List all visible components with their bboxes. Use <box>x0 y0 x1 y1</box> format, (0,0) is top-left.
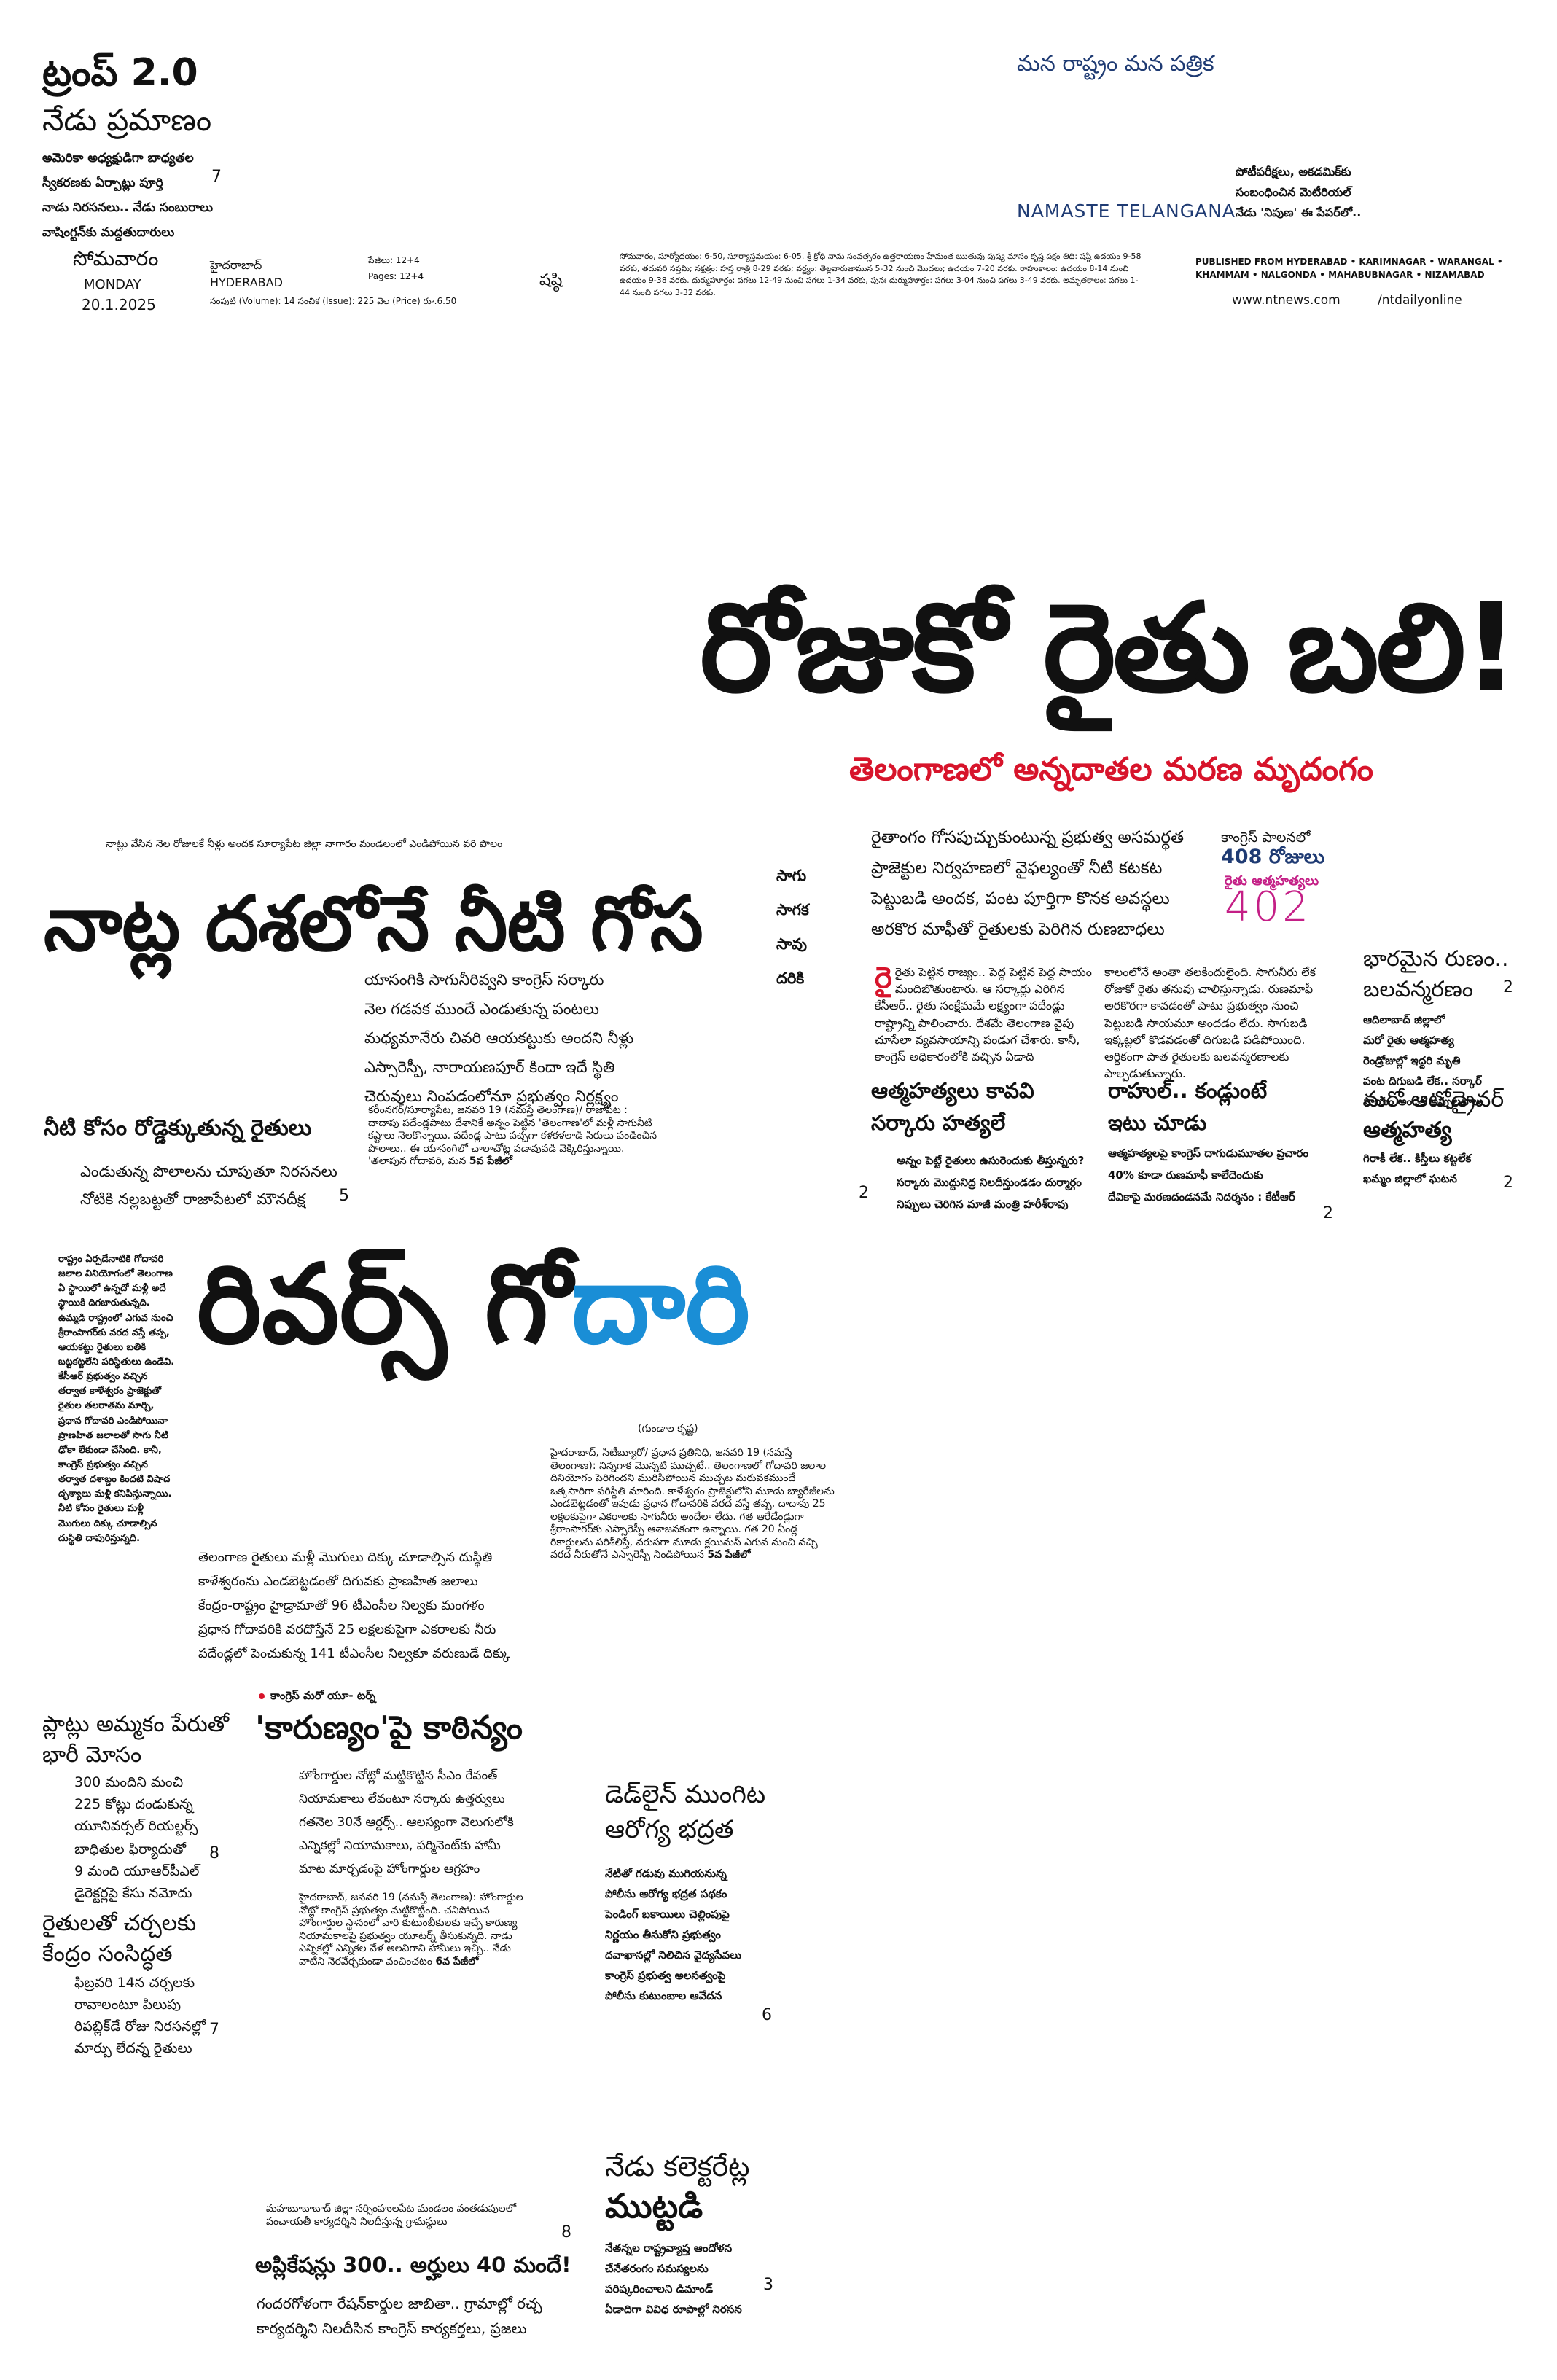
tithi: షష్ఠి <box>539 271 563 289</box>
slogan: మన రాష్ట్రం మన పత్రిక <box>1017 51 1214 77</box>
bullet-icon <box>259 1693 265 1699</box>
box3-page: 2 <box>1503 978 1513 996</box>
plots-lines-2: బాధితుల ఫిర్యాదుతో 9 మంది యూఆర్‌పీఎల్ డై… <box>74 1841 200 1901</box>
stat-number: 402 <box>1225 883 1311 931</box>
plots-title: ప్లాట్లు అమ్మకం పేరుతో భారీ మోసం <box>42 1712 229 1768</box>
pages-en: Pages: 12+4 <box>368 271 424 281</box>
river-byline: (గుండాల కృష్ణ) <box>638 1423 698 1435</box>
issue-date: 20.1.2025 <box>82 296 156 313</box>
lead-intro: రైతాంగం గోసపుచ్చుకుంటున్న ప్రభుత్వ అసమర్… <box>871 828 1184 939</box>
collectorate-title: నేడు కలెక్టరేట్ల ముట్టడి <box>605 2150 750 2225</box>
box2-title: రాహుల్.. కండ్లుంటే ఇటు చూడు <box>1108 1078 1268 1135</box>
natla-body: కరీంనగర్/సూర్యాపేట, జనవరి 19 (నమస్తే తెల… <box>368 1104 657 1167</box>
website: www.ntnews.com <box>1232 293 1341 308</box>
box1-title: ఆత్మహత్యలు కావవి సర్కారు హత్యలే <box>871 1078 1034 1135</box>
karunyam-kicker: కాంగ్రెస్ మరో యూ- టర్న్ <box>259 1689 375 1705</box>
river-left-column: రాష్ట్రం ఏర్పడేనాటికి గోదావరి జలాల వినియ… <box>58 1254 175 1544</box>
stat-label: కాంగ్రెస్ పాలనలో <box>1221 830 1311 846</box>
natla-photo-caption: నాట్లు వేసిన నెల రోజులకే నీళ్లు అందక సూర… <box>106 838 503 850</box>
city-en: HYDERABAD <box>210 276 283 289</box>
box3-title: భారమైన రుణం.. బలవన్మరణం <box>1363 946 1509 1002</box>
stat-days: 408 రోజులు <box>1221 846 1325 868</box>
box4-title: మరో ఆటోడ్రైవర్ ఆత్మహత్య <box>1363 1087 1505 1143</box>
karunyam-headline: 'కారుణ్యం'పై కాఠిన్యం <box>255 1709 523 1747</box>
box1-page: 2 <box>859 1184 869 1202</box>
trump-title: ట్రంప్ 2.0 <box>42 51 198 95</box>
lead-body-right: కాలంలోనే అంతా తలకిందులైంది. సాగునీరు లేక… <box>1104 965 1316 1081</box>
box3-lines: ఆదిలాబాద్ జిల్లాలో మరో రైతు ఆత్మహత్య రెం… <box>1363 1013 1484 1108</box>
box2-page: 2 <box>1323 1204 1333 1222</box>
trump-page-ref: 7 <box>211 168 222 186</box>
karunyam-lines: హోంగార్డుల నోట్లో మట్టికొట్టిన సీఎం రేవం… <box>299 1768 514 1876</box>
collectorate-lines: నేతన్నల రాష్ట్రవ్యాప్త ఆందోళన చేనేతరంగం … <box>605 2242 742 2316</box>
collectorate-page: 3 <box>763 2276 773 2294</box>
volume-issue-price: సంపుటి (Volume): 14 సంచిక (Issue): 225 వ… <box>210 296 457 306</box>
box4-page: 2 <box>1503 1174 1513 1192</box>
farmers-talk-lines: ఫిబ్రవరి 14న చర్చలకు రావాలంటూ పిలుపు రిప… <box>74 1975 206 2056</box>
deadline-lines: నేటితో గడువు ముగియనున్న పోలీసు ఆరోగ్య భద… <box>605 1867 741 2002</box>
lead-headline: రోజుకో రైతు బలి! <box>700 577 1519 719</box>
lead-body-left: రై రైతు పెట్టిన రాజ్యం.. పెద్ద పెట్టిన ప… <box>875 961 1092 1064</box>
stat-caption: రైతు ఆత్మహత్యలు <box>1225 873 1319 889</box>
applications-photo-caption: మహబూబాబాద్ జిల్లా నర్సింహులపేట మండలం వంత… <box>266 2203 517 2228</box>
plots-lines: 300 మందిని మంచి 225 కోట్లు దండుకున్న యూన… <box>74 1774 198 1834</box>
lead-subheadline: తెలంగాణలో అన్నదాతల మరణ మృదంగం <box>849 751 1373 788</box>
plots-page: 8 <box>209 1844 219 1862</box>
top-right-promo: పోటీపరీక్షలు, అకడమిక్‌కు సంబంధించిన మెటీ… <box>1236 165 1362 219</box>
river-body: హైదరాబాద్, సిటీబ్యూరో/ ప్రధాన ప్రతినిధి,… <box>550 1447 835 1561</box>
box2-lines: ఆత్మహత్యలపై కాంగ్రెస్ దాగుడుమూతల ప్రచారం… <box>1108 1147 1309 1203</box>
box1-lines: అన్నం పెట్టే రైతులు ఉసురెందుకు తీస్తున్న… <box>897 1154 1085 1211</box>
natla-lines: యాసంగికి సాగునీరివ్వని కాంగ్రెస్ సర్కారు… <box>364 971 634 1105</box>
natla-sub-head: నీటి కోసం రోడ్డెక్కుతున్న రైతులు <box>44 1115 312 1141</box>
city-te: హైదరాబాద్ <box>210 258 262 272</box>
applications-lines: గందరగోళంగా రేషన్‌కార్డుల జాబితా.. గ్రామా… <box>257 2295 542 2337</box>
published-from: PUBLISHED FROM HYDERABAD • KARIMNAGAR • … <box>1195 257 1503 280</box>
deadline-title: డెడ్‌లైన్ ముంగిట ఆరోగ్య భద్రత <box>605 1780 766 1844</box>
karunyam-body: హైదరాబాద్, జనవరి 19 (నమస్తే తెలంగాణ): హో… <box>299 1892 523 1967</box>
pages-te: పేజీలు: 12+4 <box>368 255 420 265</box>
natla-sub-lines: ఎండుతున్న పొలాలను చూపుతూ నిరసనలు నోటికి … <box>80 1163 337 1208</box>
applications-caption-page: 8 <box>561 2223 571 2242</box>
trump-subtitle: నేడు ప్రమాణం <box>42 102 212 138</box>
applications-headline: అప్లికేషన్లు 300.. అర్హులు 40 మందే! <box>255 2252 571 2277</box>
natla-headline: నాట్ల దశలోనే నీటి గోస <box>44 879 703 968</box>
paper-name: NAMASTE TELANGANA <box>1017 200 1236 222</box>
trump-lines: అమెరికా అధ్యక్షుడిగా బాధ్యతల స్వీకరణకు ఏ… <box>42 151 214 240</box>
day-en: MONDAY <box>84 277 141 292</box>
deadline-page: 6 <box>762 2006 772 2024</box>
farmers-talk-page: 7 <box>209 2021 219 2039</box>
drop-cap: రై <box>875 961 892 995</box>
lead-side-words: సాగు సాగక సావు దరికి <box>776 867 809 987</box>
panchangam: సోమవారం, సూర్యోదయం: 6-50, సూర్యాస్తమయం: … <box>620 251 1142 297</box>
river-summary-lines: తెలంగాణ రైతులు మళ్లీ మొగులు దిక్కు చూడాల… <box>198 1550 510 1661</box>
farmers-talk-title: రైతులతో చర్చలకు కేంద్రం సంసిద్ధత <box>42 1911 197 1967</box>
natla-sub-page: 5 <box>339 1187 349 1205</box>
box4-lines: గిరాకీ లేక.. కిస్తీలు కట్టలేక ఖమ్మం జిల్… <box>1363 1152 1472 1185</box>
river-headline: రివర్స్ గోదారి <box>197 1241 751 1368</box>
social-handle: /ntdailyonline <box>1378 293 1462 308</box>
day-te: సోమవారం <box>73 246 159 270</box>
